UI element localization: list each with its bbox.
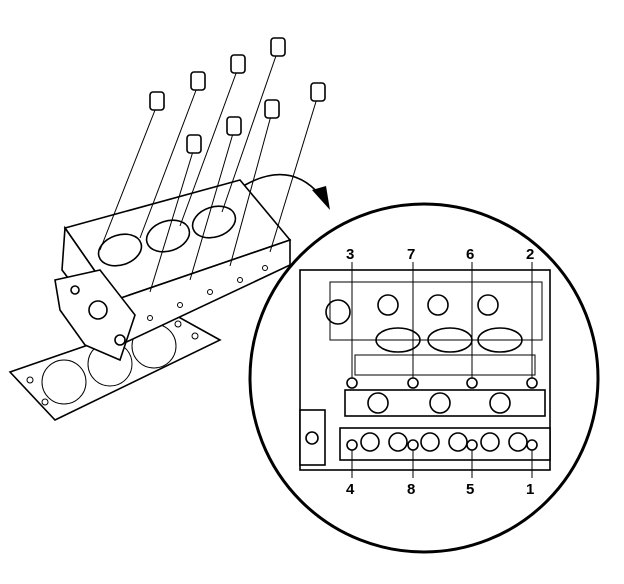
bolt-label-2: 2 <box>526 246 534 263</box>
bolt-label-6: 6 <box>466 246 474 263</box>
bolt-label-7: 7 <box>407 246 415 263</box>
head-bolts <box>99 37 326 293</box>
detail-inset: 3 7 6 2 4 8 5 1 <box>248 202 600 554</box>
bolt-label-3: 3 <box>346 246 354 263</box>
bolt-label-4: 4 <box>346 481 355 498</box>
pointer-arrow <box>244 173 330 210</box>
bolt-label-8: 8 <box>407 481 415 498</box>
cylinder-head <box>54 179 292 362</box>
bolt-label-5: 5 <box>466 481 474 498</box>
bolt-label-1: 1 <box>526 481 534 498</box>
